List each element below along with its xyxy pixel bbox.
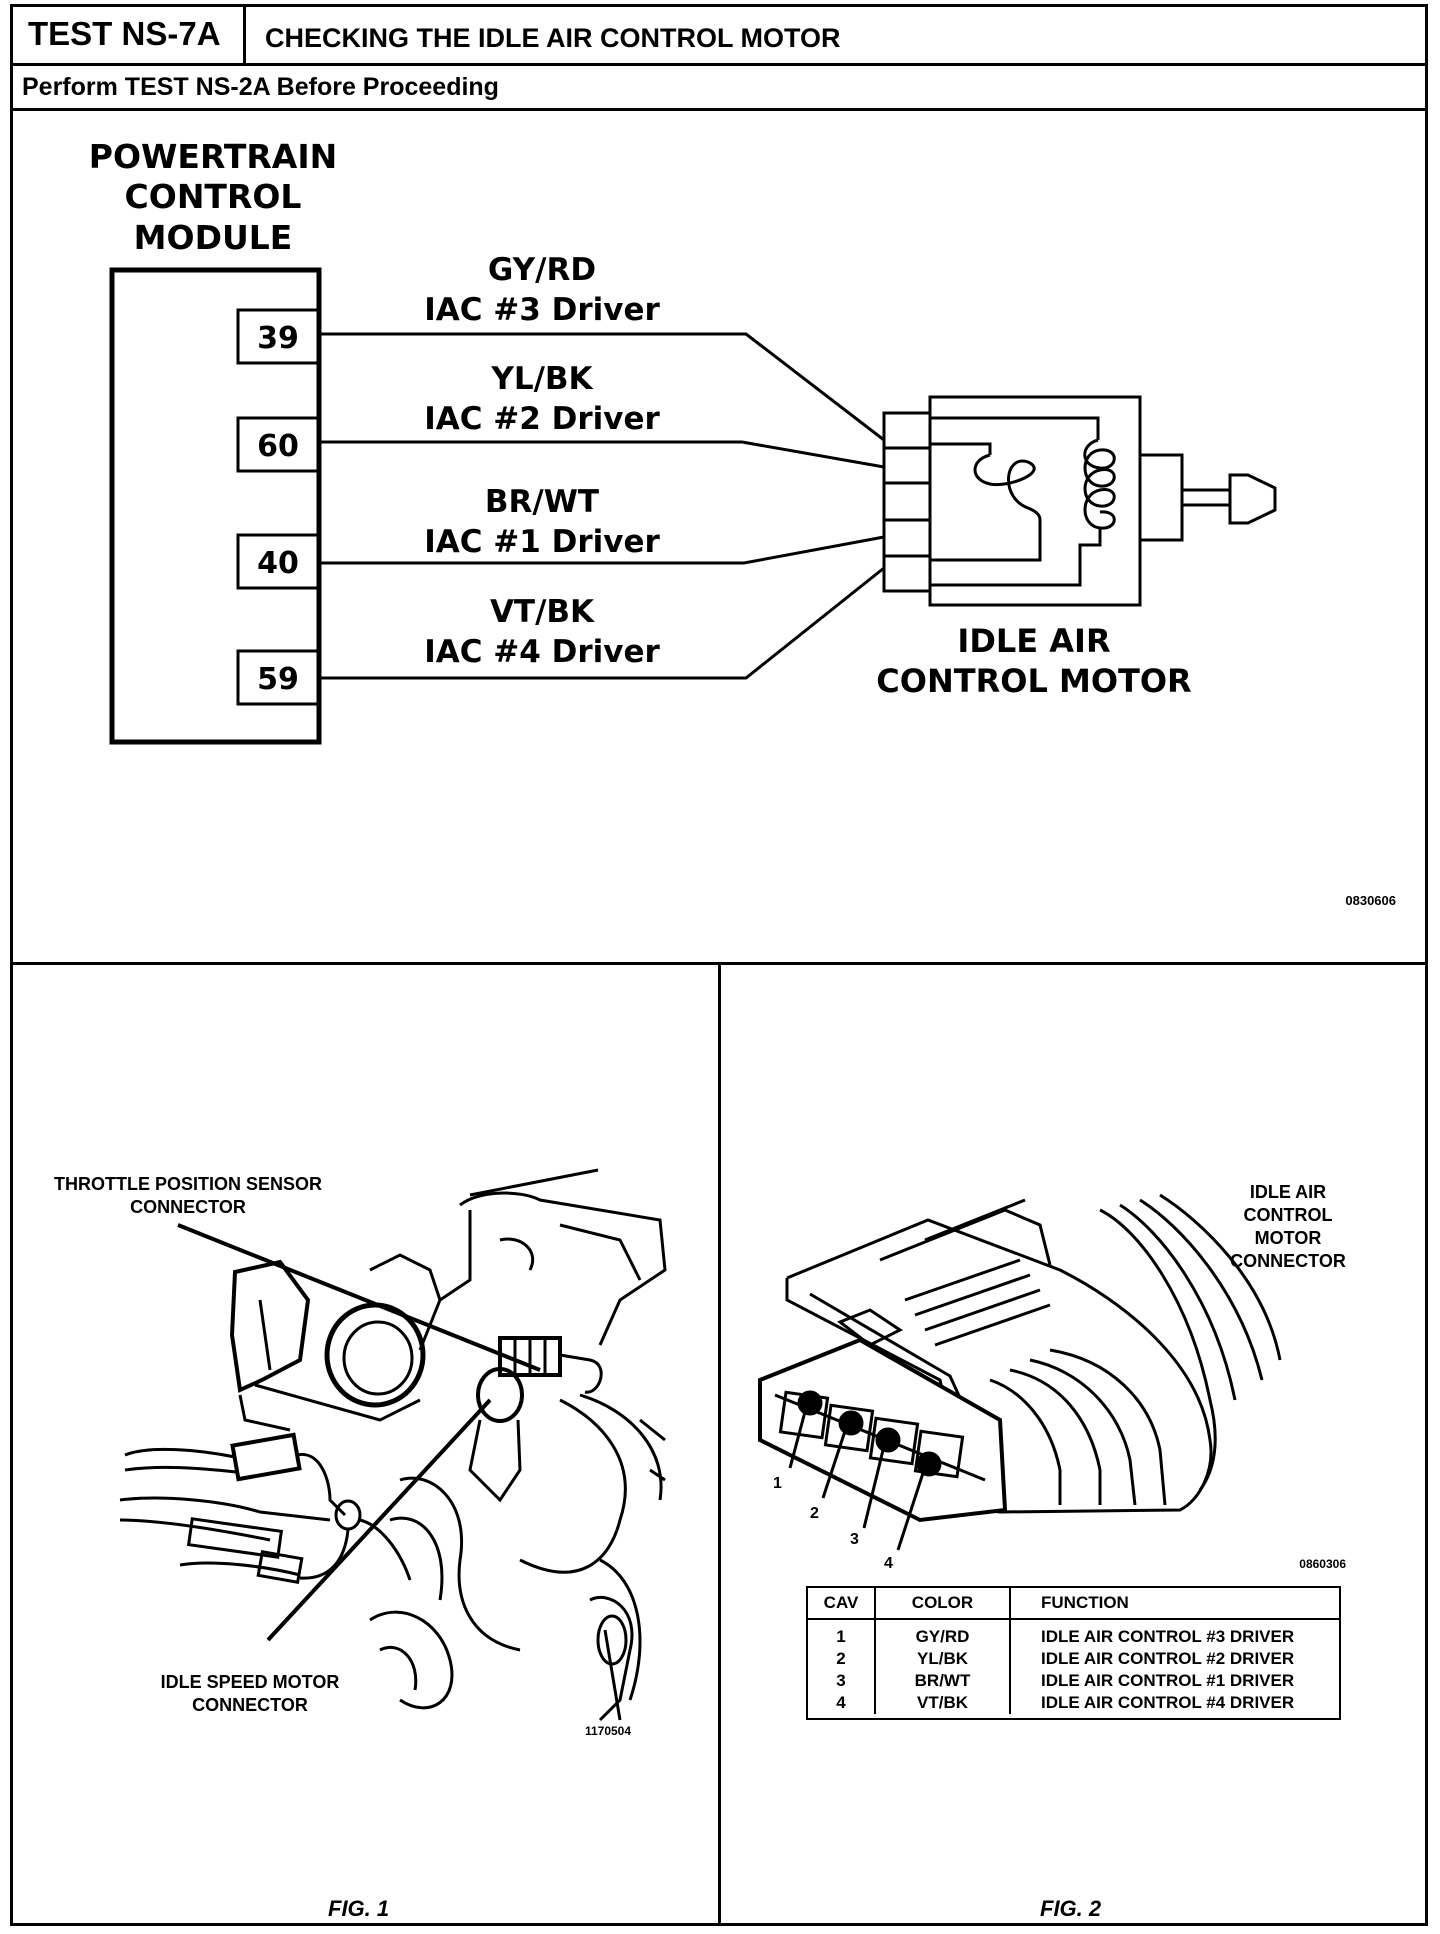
iac-motor [882,395,1277,607]
cavity-numbers: 1 2 3 4 [773,1475,893,1572]
motor-label-line-1: IDLE AIR [957,622,1110,660]
wire-labels: GY/RD IAC #3 Driver YL/BK IAC #2 Driver … [424,252,660,670]
fig1-ref-code: 1170504 [585,1724,631,1738]
fig2-ref-code: 0860306 [1299,1557,1346,1571]
pin-39: 39 [236,308,320,365]
pin-number: 59 [257,662,299,697]
tps-callout-line-1: THROTTLE POSITION SENSOR [54,1174,322,1194]
table-row: 2 YL/BK IDLE AIR CONTROL #2 DRIVER [808,1648,1339,1670]
fig1-caption: FIG. 1 [328,1896,390,1921]
wire-br-wt [318,535,885,565]
cell-function: IDLE AIR CONTROL #1 DRIVER [1041,1671,1295,1690]
pcm-box [109,267,322,745]
figure-divider [718,962,721,1926]
cell-color: GY/RD [875,1619,1011,1648]
table-header-row: CAV COLOR FUNCTION [808,1588,1339,1620]
ism-leader [266,1398,492,1642]
wire-color-label: VT/BK [490,594,595,630]
motor-label-line-2: CONTROL MOTOR [876,662,1191,700]
pin-number: 60 [257,429,299,464]
connector-callout-line-3: MOTOR [1255,1228,1322,1248]
connector-callout-line-2: CONTROL [1244,1205,1333,1225]
pcm-label: POWERTRAIN CONTROL MODULE [89,137,337,257]
wire-color-label: GY/RD [488,252,596,288]
table-row: 4 VT/BK IDLE AIR CONTROL #4 DRIVER [808,1692,1339,1714]
wire-color-label: BR/WT [485,484,599,520]
cell-function: IDLE AIR CONTROL #4 DRIVER [1041,1693,1295,1712]
tps-leader [177,1223,541,1372]
iac-connector-illustration [758,1193,1282,1551]
header-color: COLOR [875,1588,1011,1620]
test-id: TEST NS-7A [10,4,246,63]
connector-callout-line-1: IDLE AIR [1250,1182,1326,1202]
cell-color: VT/BK [875,1692,1011,1714]
cavity-table: CAV COLOR FUNCTION 1 GY/RD IDLE AIR CONT… [806,1586,1341,1720]
pcm-label-line-3: MODULE [134,218,293,257]
cell-cav: 4 [808,1692,876,1714]
header-cav: CAV [808,1588,876,1620]
ism-callout-line-1: IDLE SPEED MOTOR [161,1672,340,1692]
test-title: CHECKING THE IDLE AIR CONTROL MOTOR [265,23,841,53]
wire-vt-bk [318,566,885,680]
cavity-number: 4 [884,1555,893,1572]
pin-40: 40 [236,533,320,590]
table-row: 3 BR/WT IDLE AIR CONTROL #1 DRIVER [808,1670,1339,1692]
cell-function: IDLE AIR CONTROL #2 DRIVER [1041,1649,1295,1668]
title-row: TEST NS-7A CHECKING THE IDLE AIR CONTROL… [10,4,1428,66]
ism-callout: IDLE SPEED MOTOR CONNECTOR [161,1672,340,1715]
wire-yl-bk [318,440,885,469]
cell-function: IDLE AIR CONTROL #3 DRIVER [1041,1627,1295,1646]
circuit-label: IAC #4 Driver [424,634,660,670]
header-function: FUNCTION [1010,1588,1339,1620]
cell-color: BR/WT [875,1670,1011,1692]
tps-callout: THROTTLE POSITION SENSOR CONNECTOR [54,1174,322,1217]
cell-cav: 3 [808,1670,876,1692]
ism-callout-line-2: CONNECTOR [192,1695,308,1715]
circuit-label: IAC #3 Driver [424,292,660,328]
pin-59: 59 [236,649,320,706]
pcm-label-line-1: POWERTRAIN [89,137,337,176]
pin-number: 39 [257,321,299,356]
schematic-ref-code: 0830606 [1345,893,1396,908]
wire-gy-rd [318,332,885,442]
cell-cav: 1 [808,1619,876,1648]
connector-callout-line-4: CONNECTOR [1230,1251,1346,1271]
prerequisite-note: Perform TEST NS-2A Before Proceeding [10,66,1428,111]
circuit-label: IAC #2 Driver [424,401,660,437]
cell-cav: 2 [808,1648,876,1670]
wire-color-label: YL/BK [490,361,593,397]
table-row: 1 GY/RD IDLE AIR CONTROL #3 DRIVER [808,1619,1339,1648]
connector-callout: IDLE AIR CONTROL MOTOR CONNECTOR [1230,1182,1346,1271]
pin-number: 40 [257,546,299,581]
cell-color: YL/BK [875,1648,1011,1670]
engine-illustration [119,1168,667,1722]
cavity-number: 2 [810,1505,819,1522]
fig2-caption: FIG. 2 [1040,1896,1102,1921]
cavity-table-grid: CAV COLOR FUNCTION 1 GY/RD IDLE AIR CONT… [808,1588,1339,1714]
pcm-label-line-2: CONTROL [125,177,302,216]
circuit-label: IAC #1 Driver [424,524,660,560]
motor-label: IDLE AIR CONTROL MOTOR [876,622,1191,700]
cavity-number: 3 [850,1531,859,1548]
pin-60: 60 [236,416,320,473]
tps-callout-line-2: CONNECTOR [130,1197,246,1217]
cavity-number: 1 [773,1475,782,1492]
wires [318,332,885,680]
